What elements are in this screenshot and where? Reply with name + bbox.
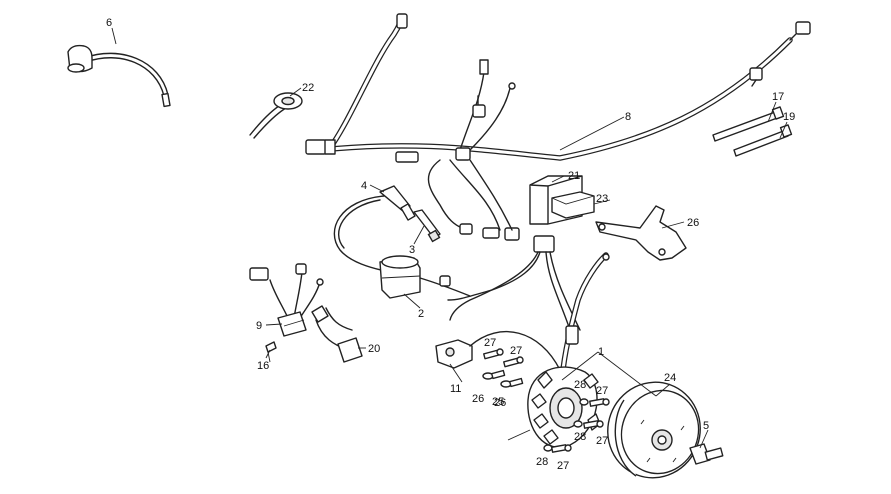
callout-4: 4 [361, 180, 367, 192]
part-23-stator [527, 252, 610, 448]
callout-27-b: 27 [510, 345, 522, 357]
callout-20: 21 [568, 170, 580, 182]
part-19-relay [311, 305, 363, 363]
callout-leaders [111, 27, 788, 449]
part-9-voltage-regulator [249, 263, 324, 337]
callout-22: 23 [596, 193, 608, 205]
callout-3: 3 [409, 244, 415, 256]
callout-27-d: 27 [596, 435, 608, 447]
callout-5: 5 [703, 420, 709, 432]
part-25-bracket [595, 205, 687, 261]
part-27-screw-d [583, 420, 604, 429]
callout-28-a: 28 [574, 379, 586, 391]
part-3-spark-plug [413, 209, 441, 243]
part-6-cable-cap [67, 44, 171, 108]
callout-8: 8 [625, 111, 631, 123]
callout-19: 20 [368, 343, 380, 355]
part-8-main-harness [305, 13, 811, 241]
part-15-screw [265, 341, 277, 359]
part-cdi-connector [447, 235, 581, 331]
part-5-nut [689, 443, 724, 465]
callout-2: 2 [418, 308, 424, 320]
part-2-ignition-coil [333, 195, 471, 299]
callout-28-b: 28 [574, 431, 586, 443]
callout-23: 25 [492, 396, 504, 408]
callout-11: 11 [450, 383, 461, 395]
callout-1: 1 [598, 346, 604, 358]
callout-16: 17 [772, 91, 784, 103]
callout-15: 16 [257, 360, 269, 372]
callout-24: 24 [664, 372, 676, 384]
part-21-grommet [249, 92, 303, 139]
part-28-washer-a [579, 398, 589, 406]
callout-25: 26 [687, 217, 699, 229]
part-22-rubber-mount [551, 191, 595, 219]
part-4-spark-plug-cap [379, 185, 416, 221]
callout-27-c: 27 [596, 385, 608, 397]
part-26-washer-b [500, 377, 524, 388]
part-27-screw-b [503, 356, 524, 368]
part-26-washer-a [482, 369, 506, 380]
callout-26-b: 26 [494, 397, 506, 409]
part-27-screw-c [589, 398, 610, 407]
part-24-flywheel [607, 381, 701, 479]
callout-26-a: 26 [472, 393, 484, 405]
part-11-pickup-bracket [435, 331, 561, 371]
callout-6: 6 [106, 17, 112, 29]
callout-labels: 6 22 8 17 19 21 23 26 4 3 2 9 20 16 1 24… [106, 17, 795, 472]
part-16-cable-tie [712, 106, 785, 142]
callout-28-c: 28 [536, 456, 548, 468]
callout-27-a: 27 [484, 337, 496, 349]
callout-27-e: 27 [557, 460, 569, 472]
part-27-screw-e [551, 444, 572, 453]
callout-17: 19 [783, 111, 795, 123]
part-28-washer-c [543, 444, 553, 452]
part-28-washer-b [573, 420, 583, 428]
part-27-screw-a [483, 348, 504, 360]
callout-21: 22 [302, 82, 314, 94]
callout-9: 9 [256, 320, 262, 332]
